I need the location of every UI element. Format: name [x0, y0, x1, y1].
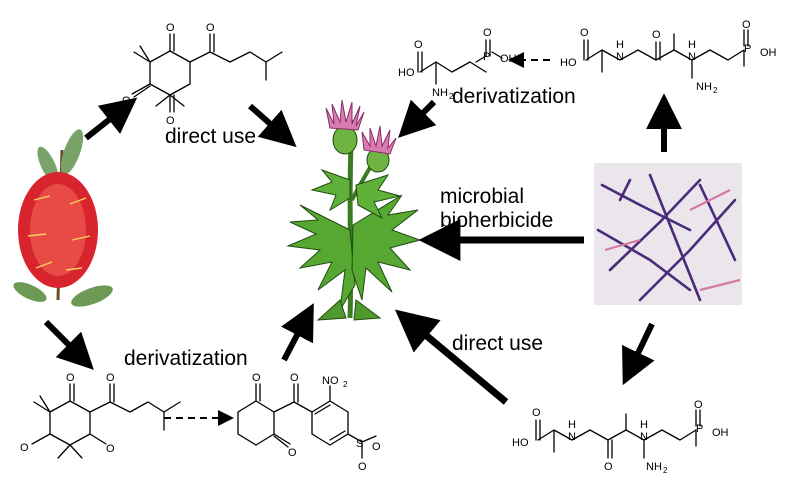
mesotrione-structure: [237, 383, 377, 459]
atom-o: O: [358, 461, 367, 473]
label-direct-use-bottom: direct use: [452, 332, 544, 355]
atom-oh: OH: [712, 427, 729, 439]
arrow-bialaphos-bottom-to-thistle: [394, 309, 509, 405]
atom-o: O: [742, 19, 751, 31]
atom-nh2: NH: [646, 461, 662, 473]
atom-subscript-2: 2: [663, 466, 668, 475]
arrow-mesotrione-to-thistle: [281, 303, 314, 362]
atom-h: H: [688, 39, 696, 51]
atom-p: P: [696, 423, 703, 435]
atom-o: O: [652, 29, 661, 41]
atom-n: N: [616, 51, 624, 63]
thistle-plant-illustration: [286, 99, 422, 321]
atom-nh2: NH: [432, 87, 448, 99]
label-derivatization-bottom: derivatization: [124, 347, 248, 370]
atom-h: H: [616, 39, 624, 51]
atom-o: O: [414, 39, 423, 51]
atom-ho: HO: [398, 67, 415, 79]
atom-no2: NO: [322, 375, 339, 387]
triketone-structure-top: [131, 33, 283, 113]
atom-ho: HO: [512, 437, 529, 449]
atom-n: N: [688, 51, 696, 63]
atom-n: N: [568, 431, 576, 443]
atom-o: O: [483, 27, 492, 39]
atom-o: O: [206, 22, 215, 34]
atom-subscript-2: 2: [449, 92, 454, 101]
glufosinate-structure: [417, 39, 503, 85]
atom-o: O: [252, 372, 261, 384]
label-direct-use-top: direct use: [165, 125, 257, 148]
atom-oh: OH: [500, 53, 517, 65]
arrow-bottlebrush-to-bottom-triketone: [43, 319, 94, 370]
arrow-glufosinate-to-thistle: [398, 99, 437, 138]
atom-o: O: [166, 22, 175, 34]
atom-subscript-2: 2: [343, 380, 348, 389]
atom-o: O: [604, 461, 613, 473]
arrow-bacteria-to-bialaphos-bottom: [622, 322, 655, 386]
atom-o: O: [580, 27, 589, 39]
label-bioherbicide: bioherbicide: [440, 209, 554, 232]
bialaphos-structure-bottom: [535, 409, 701, 459]
atom-o: O: [694, 399, 703, 411]
label-derivatization-top: derivatization: [452, 85, 576, 108]
atom-n: N: [640, 431, 648, 443]
atom-s: S: [356, 438, 363, 450]
atom-o: O: [122, 95, 131, 107]
atom-nh2: NH: [696, 81, 712, 93]
atom-o: O: [166, 115, 175, 127]
atom-h: H: [568, 419, 576, 431]
atom-o: O: [372, 441, 381, 453]
atom-o: O: [288, 447, 297, 459]
arrows: [43, 52, 682, 426]
atom-o: O: [106, 372, 115, 384]
atom-o: O: [20, 442, 29, 454]
atom-subscript-2: 2: [713, 86, 718, 95]
bialaphos-structure-top: [583, 29, 749, 79]
atom-oh: OH: [760, 47, 777, 59]
bacteria-micrograph: [594, 163, 742, 305]
atom-h: H: [640, 419, 648, 431]
arrow-top-triketone-to-thistle: [248, 103, 297, 148]
bottlebrush-plant-illustration: [13, 129, 113, 307]
atom-p: P: [744, 43, 751, 55]
label-microbial: microbial: [440, 185, 525, 208]
arrow-bottlebrush-to-top-triketone: [84, 97, 138, 141]
atom-o: O: [290, 372, 299, 384]
atom-o: O: [532, 407, 541, 419]
atom-o: O: [106, 443, 115, 455]
atom-p: P: [483, 51, 490, 63]
triketone-structure-bottom: [31, 383, 181, 459]
atom-o: O: [66, 372, 75, 384]
atom-ho: HO: [560, 57, 577, 69]
